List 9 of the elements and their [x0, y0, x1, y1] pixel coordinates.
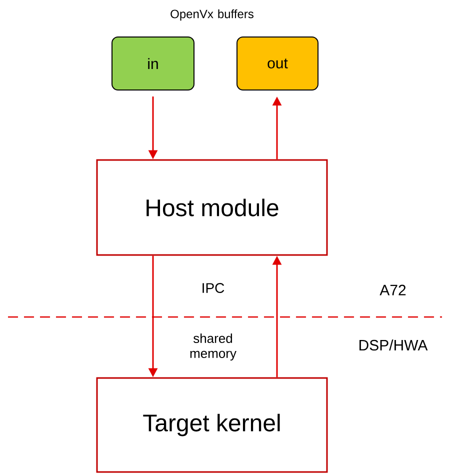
module-box: Target kernel	[96, 377, 328, 473]
buffer-box: in	[112, 36, 194, 90]
region-label: DSP/HWA	[360, 340, 428, 350]
channel-label: shared memory	[190, 333, 236, 361]
channel-label: IPC	[202, 283, 224, 293]
caption-text: OpenVx buffers	[170, 9, 254, 21]
region-label: A72	[380, 284, 406, 296]
module-box: Host module	[96, 159, 328, 256]
buffer-box: out	[236, 36, 318, 90]
